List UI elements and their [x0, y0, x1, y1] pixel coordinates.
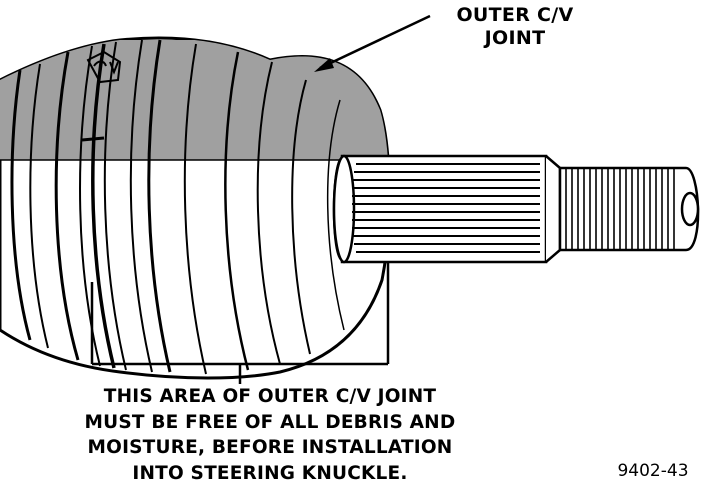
clean-area-note-line-3: MOISTURE, BEFORE INSTALLATION: [87, 437, 453, 458]
clean-area-note-line-2: MUST BE FREE OF ALL DEBRIS AND: [84, 411, 456, 433]
clean-area-note-line-4: INTO STEERING KNUCKLE.: [132, 462, 408, 484]
figure-id-label: 9402-43: [617, 461, 689, 481]
outer-cv-joint-label: OUTER C/V JOINT: [420, 4, 610, 50]
contour-rings: [10, 39, 345, 375]
outer-cv-leader-arrow: [314, 14, 431, 72]
outer-cv-joint-label-line-1: OUTER C/V: [456, 4, 574, 26]
shaded-band: [0, 40, 390, 161]
outer-cv-joint-label-line-2: JOINT: [484, 27, 546, 49]
splined-shaft: [332, 154, 700, 264]
stamped-mark: [81, 50, 122, 142]
clean-area-note-line-1: THIS AREA OF OUTER C/V JOINT: [103, 386, 437, 407]
clean-area-note: THIS AREA OF OUTER C/V JOINT MUST BE FRE…: [60, 384, 480, 486]
clean-area-bracket: [90, 262, 390, 384]
